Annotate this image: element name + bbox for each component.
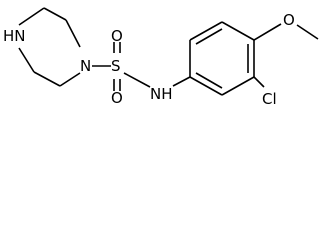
- piperazine-ring: [18, 7, 81, 87]
- chlorine-label: Cl: [262, 90, 277, 108]
- c-cl-bond: [253, 76, 265, 88]
- bond: [33, 71, 61, 87]
- aromatic-inner-bond: [195, 28, 223, 45]
- bond: [18, 7, 45, 26]
- chemical-structure: HN N S O O NH O Cl: [3, 7, 319, 108]
- piperazine-nh-label: HN: [3, 27, 26, 45]
- oxygen-bottom-label: O: [111, 89, 123, 107]
- bond: [59, 72, 81, 87]
- bond: [189, 76, 223, 96]
- aromatic-inner-bond: [195, 72, 223, 89]
- methoxy-o-label: O: [283, 11, 295, 29]
- bond: [189, 21, 223, 41]
- bond: [296, 24, 319, 40]
- oxygen-top-label: O: [111, 27, 123, 45]
- piperazine-n-label: N: [80, 57, 91, 75]
- bond: [221, 76, 255, 96]
- nh-aryl-bond: [172, 76, 191, 87]
- bond: [18, 47, 35, 73]
- bond: [221, 21, 255, 41]
- bond: [65, 19, 81, 48]
- benzene-ring: [189, 21, 255, 96]
- sulfonyl-double-bonds: [113, 42, 121, 91]
- methoxy-group: [253, 23, 319, 41]
- bond: [43, 7, 67, 21]
- s-nh-bond: [123, 72, 151, 88]
- amide-nh-label: NH: [150, 85, 173, 103]
- bond: [253, 23, 282, 41]
- sulfur-label: S: [111, 57, 121, 75]
